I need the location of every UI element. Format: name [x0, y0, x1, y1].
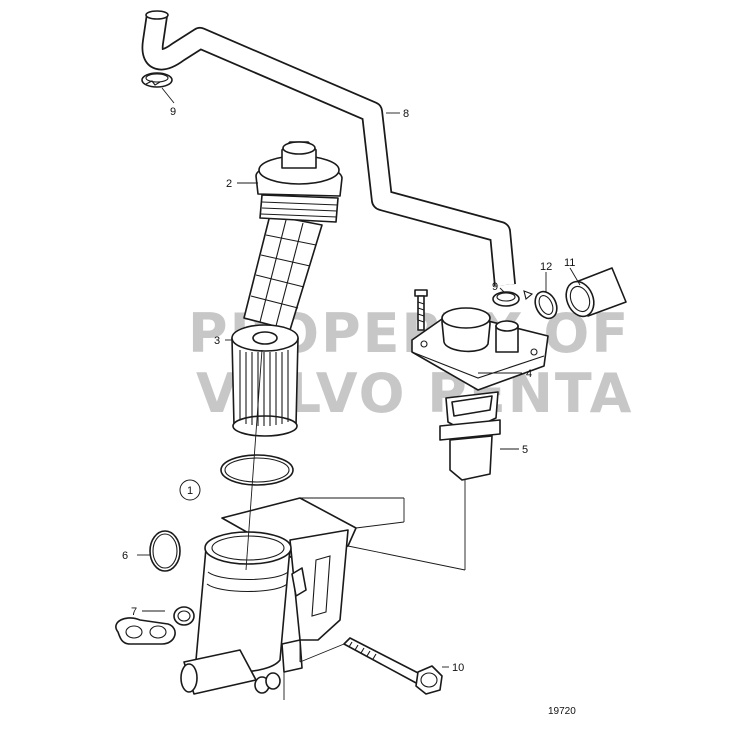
callout-2: 2 — [226, 178, 232, 190]
callout-9-lower: 9 — [492, 281, 498, 293]
callout-10: 10 — [452, 662, 464, 674]
callout-5: 5 — [522, 444, 528, 456]
callout-9-top: 9 — [170, 106, 176, 118]
assembly-lines — [245, 349, 466, 700]
callout-3: 3 — [214, 335, 220, 347]
cover-plate — [411, 307, 549, 391]
callout-11: 11 — [564, 257, 575, 269]
sensor-insert — [439, 391, 501, 481]
callout-labels: 2 3 4 5 6 7 8 9 9 10 11 12 1 — [122, 106, 575, 674]
figure-reference: 19720 — [548, 706, 576, 717]
housing-bolt — [343, 637, 443, 695]
hose-clamp-lower — [492, 291, 520, 307]
hose-clamp-12 — [523, 290, 558, 320]
filter-housing — [180, 497, 357, 695]
gasket-set-7 — [115, 606, 195, 645]
callout-4: 4 — [526, 368, 532, 380]
callout-1: 1 — [187, 485, 193, 497]
o-ring-6 — [149, 530, 181, 572]
callout-1-circle — [179, 479, 201, 501]
hose-clamp-top — [141, 72, 173, 88]
callout-12: 12 — [540, 261, 552, 273]
callout-6: 6 — [122, 550, 128, 562]
callout-8: 8 — [403, 108, 409, 120]
oil-filter-element — [231, 324, 299, 437]
callout-7: 7 — [131, 606, 137, 618]
o-ring-large — [220, 454, 294, 486]
hose-11 — [565, 267, 627, 318]
callout-leaders — [137, 87, 581, 668]
breather-hose — [141, 10, 516, 287]
cover-bolt — [414, 289, 428, 331]
